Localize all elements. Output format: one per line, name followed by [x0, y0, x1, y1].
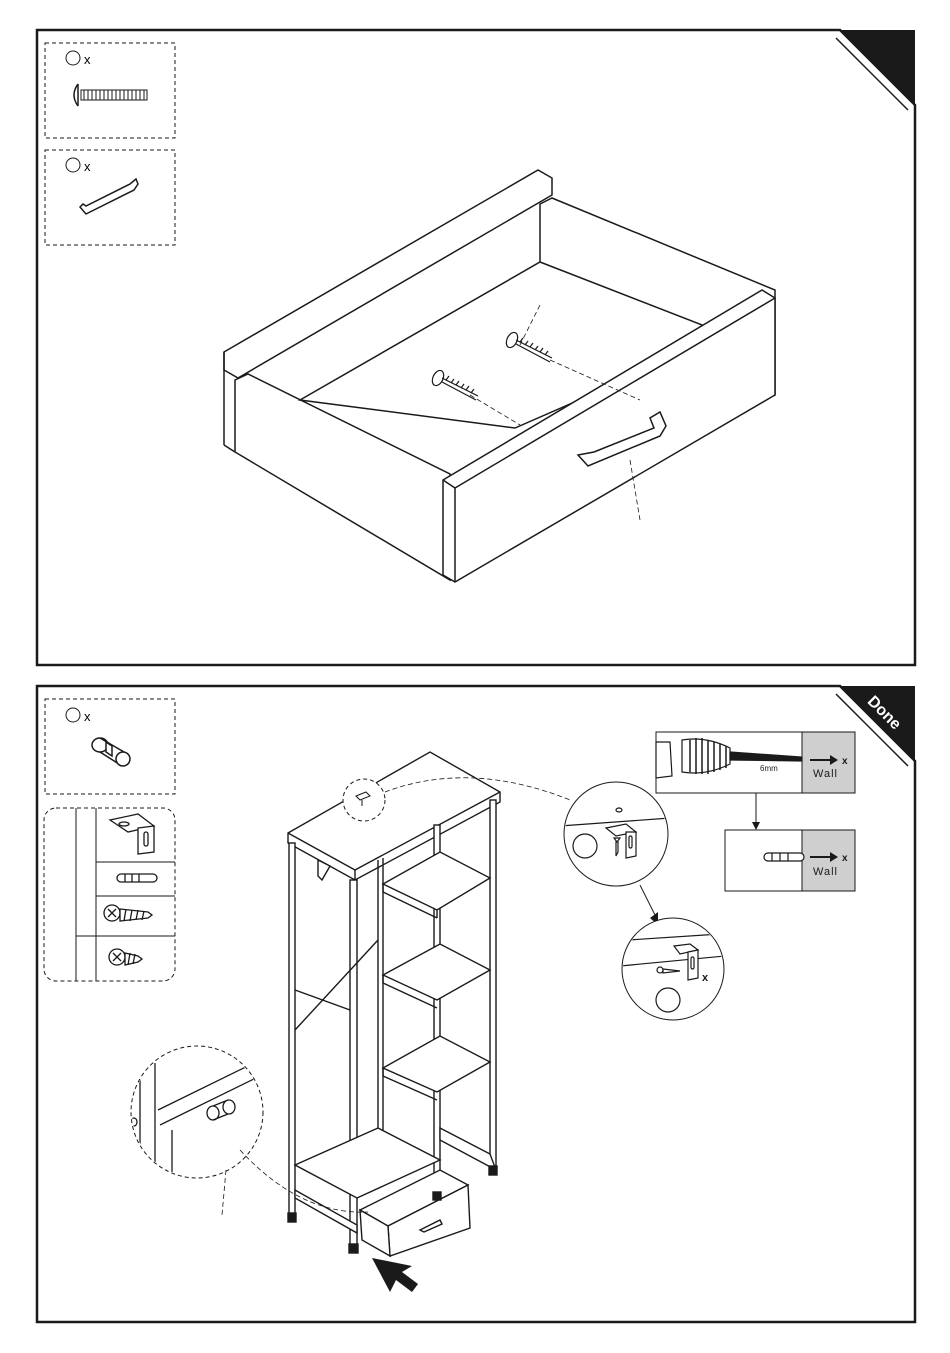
wall-label: Wall — [813, 866, 838, 878]
step-panel-2: Done x — [37, 686, 915, 1322]
wall-label: Wall — [813, 768, 838, 780]
qty-label: x — [84, 709, 91, 724]
step-panel-1: x x — [37, 30, 915, 665]
wall-plug-icon — [764, 853, 804, 861]
wall-plug-diagram: x Wall — [725, 830, 855, 891]
no-mark: x — [842, 756, 848, 767]
no-mark: x — [702, 972, 709, 984]
qty-label: x — [84, 159, 91, 174]
wall-plug-icon — [117, 874, 157, 882]
drill-size-label: 6mm — [760, 764, 778, 773]
no-mark: x — [842, 853, 848, 864]
qty-label: x — [84, 52, 91, 67]
